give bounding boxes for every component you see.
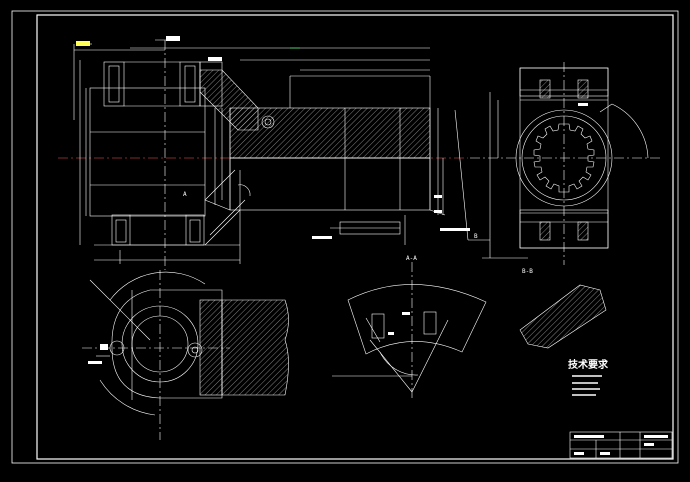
view-marker-a: A bbox=[183, 191, 187, 198]
view-marker-b: B bbox=[474, 233, 478, 240]
bottom-left-view bbox=[82, 270, 289, 440]
section-a-label: A-A bbox=[406, 255, 417, 262]
tech-requirements-title: 技术要求 bbox=[568, 358, 609, 371]
side-view bbox=[470, 62, 660, 265]
inner-frame bbox=[36, 14, 674, 460]
main-view bbox=[58, 36, 490, 270]
tech-requirements: 技术要求 bbox=[568, 358, 609, 396]
outer-frame bbox=[11, 10, 679, 464]
section-a-a bbox=[332, 262, 487, 400]
section-b-label: B-B bbox=[522, 268, 533, 275]
section-b-b bbox=[519, 284, 607, 349]
title-block bbox=[569, 431, 673, 459]
